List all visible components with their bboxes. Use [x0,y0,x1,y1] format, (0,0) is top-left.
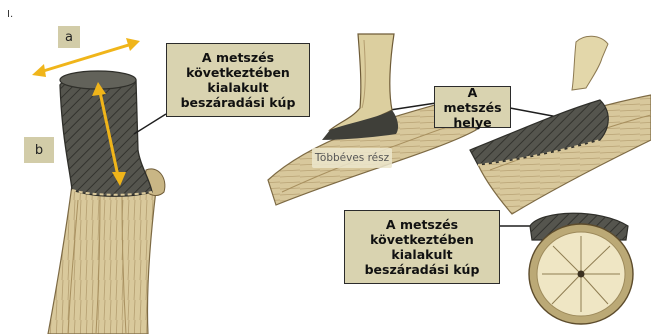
corner-mark: I. [7,9,13,20]
dimension-label-a: a [58,26,80,48]
label-cut-place: A metszés helye [434,86,511,128]
label-perennial-part: Többéves rész [312,148,392,168]
left-cane [48,71,165,334]
cross-section [529,213,633,324]
label-drying-cone-left: A metszés következtében kialakult beszár… [166,43,310,117]
dimension-label-b: b [24,137,54,163]
label-drying-cone-bottom: A metszés következtében kialakult beszár… [344,210,500,284]
